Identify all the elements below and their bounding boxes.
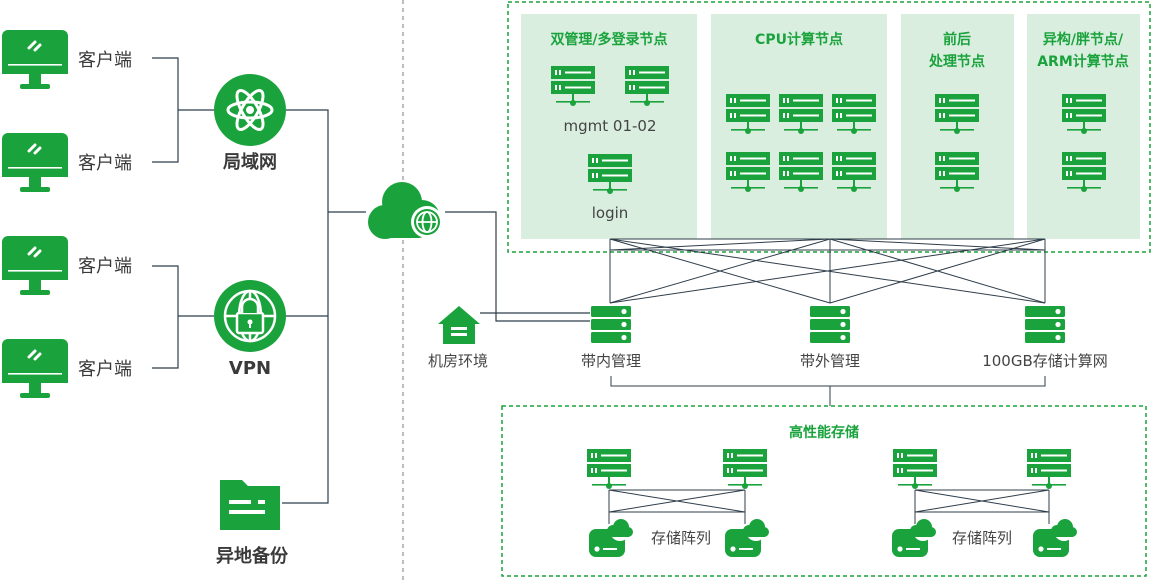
machine-room-label: 机房环境 [428, 352, 488, 370]
group-title-line2: ARM计算节点 [1037, 53, 1129, 70]
group-title: CPU计算节点 [755, 31, 843, 48]
switch-label: 带外管理 [800, 352, 860, 370]
cluster-frame [507, 1, 1151, 253]
client-1: 客户端 [0, 28, 132, 91]
server-icon [723, 449, 767, 489]
client-label: 客户端 [78, 256, 132, 277]
monitor-icon [0, 131, 70, 194]
group-heterogeneous: 异构/胖节点/ ARM计算节点 [1027, 14, 1140, 239]
storage-array-icon [1033, 519, 1077, 557]
left-connectors [152, 57, 366, 504]
client-label: 客户端 [78, 153, 132, 174]
group-cpu-compute: CPU计算节点 [711, 14, 887, 239]
switch-inband: 带内管理 [581, 306, 641, 370]
lan-label: 局域网 [223, 151, 277, 173]
group-processing: 前后 处理节点 [901, 14, 1014, 239]
monitor-icon [0, 234, 70, 297]
server-label-mgmt: mgmt 01-02 [564, 117, 657, 135]
server-icon [1027, 449, 1071, 489]
client-label: 客户端 [78, 50, 132, 71]
group-panel [521, 14, 697, 239]
server-label-login: login [592, 204, 629, 222]
group-panel [711, 14, 887, 239]
monitor-icon [0, 28, 70, 91]
group-title-line1: 前后 [943, 31, 971, 48]
lan-node: 局域网 [214, 74, 286, 173]
folder-icon [220, 480, 280, 530]
cloud-connector [445, 211, 590, 322]
group-title: 双管理/多登录节点 [550, 31, 667, 48]
switch-label: 带内管理 [581, 352, 641, 370]
storage-cross-lines [608, 489, 746, 524]
switch-icon [1025, 306, 1065, 343]
backup-node: 异地备份 [216, 480, 289, 567]
client-3: 客户端 [0, 234, 132, 297]
vpn-lock-icon [214, 280, 286, 352]
storage-array-icon [589, 519, 633, 557]
machine-room: 机房环境 [428, 306, 488, 370]
storage-title: 高性能存储 [789, 424, 859, 441]
server-icon [587, 449, 631, 489]
group-title-line2: 处理节点 [928, 53, 985, 70]
switch-label: 100GB存储计算网 [982, 352, 1108, 370]
switch-outband: 带外管理 [800, 306, 860, 370]
storage-group-b: 存储阵列 [892, 449, 1077, 557]
client-label: 客户端 [78, 359, 132, 380]
storage-frame [501, 405, 1147, 577]
atom-icon [214, 74, 286, 146]
cloud-globe-icon [368, 182, 443, 239]
client-4: 客户端 [0, 337, 132, 400]
client-2: 客户端 [0, 131, 132, 194]
cloud-gateway [368, 182, 443, 239]
vpn-node: VPN [214, 280, 286, 379]
vpn-label: VPN [229, 358, 271, 379]
switch-storage-bus [610, 376, 1046, 406]
house-icon [438, 306, 480, 344]
group-management-login: 双管理/多登录节点 mgmt 01-02 login [521, 14, 697, 239]
switch-icon [810, 306, 850, 343]
storage-array-icon [725, 519, 769, 557]
storage-array-label: 存储阵列 [952, 529, 1012, 547]
monitor-icon [0, 337, 70, 400]
server-icon [893, 449, 937, 489]
storage-array-label: 存储阵列 [651, 529, 711, 547]
backup-label: 异地备份 [216, 545, 289, 567]
group-title-line1: 异构/胖节点/ [1043, 31, 1124, 48]
switch-storage-net: 100GB存储计算网 [982, 306, 1108, 370]
storage-group-a: 存储阵列 [587, 449, 769, 557]
cluster-switch-mesh [609, 238, 1046, 304]
switch-icon [591, 306, 631, 343]
storage-cross-lines [914, 489, 1050, 524]
storage-array-icon [892, 519, 936, 557]
